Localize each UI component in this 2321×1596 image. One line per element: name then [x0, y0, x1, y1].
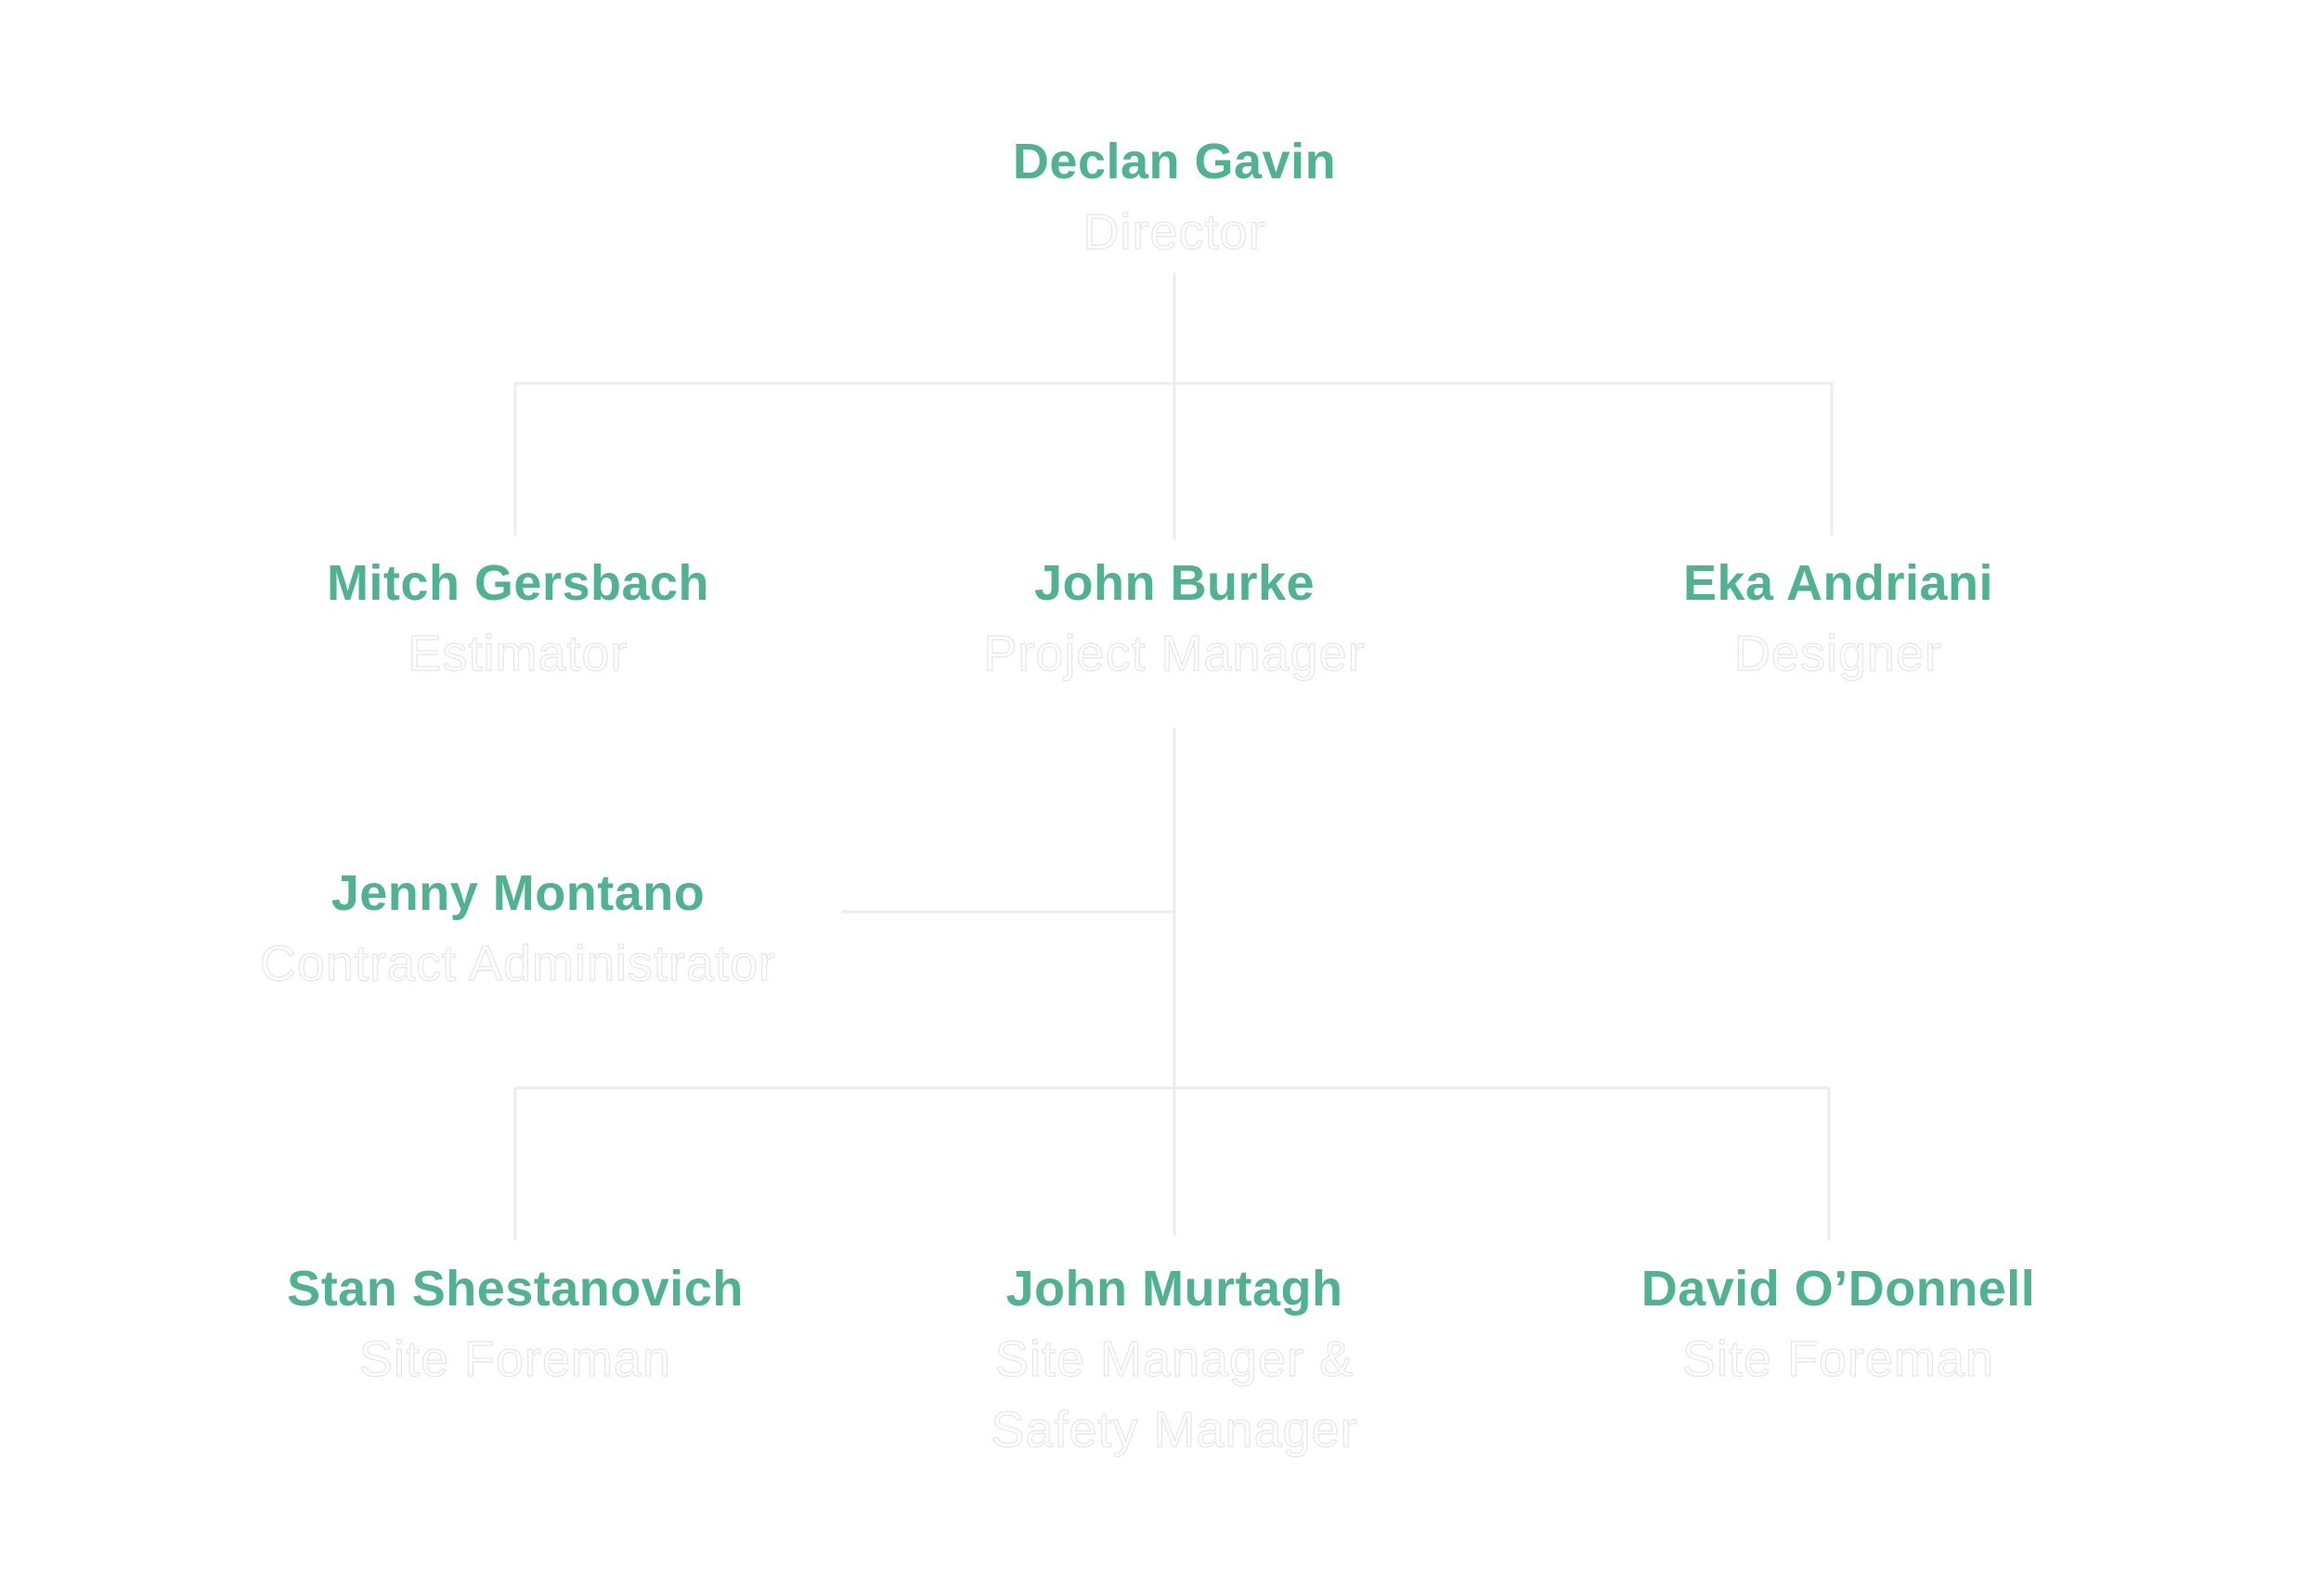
node-director: Declan Gavin Director — [849, 126, 1499, 267]
director-name: Declan Gavin — [1012, 134, 1337, 189]
designer-role: Designer — [1733, 625, 1943, 681]
designer-name: Eka Andriani — [1682, 555, 1994, 611]
contract-administrator-role: Contract Administrator — [259, 935, 777, 992]
director-role: Director — [1083, 203, 1266, 260]
node-site-manager: John Murtagh Site Manager & Safety Manag… — [849, 1253, 1499, 1465]
contract-administrator-name: Jenny Montano — [331, 865, 706, 921]
site-foreman-left-role: Site Foreman — [358, 1330, 672, 1387]
node-estimator: Mitch Gersbach Estimator — [193, 548, 843, 689]
node-site-foreman-right: David O’Donnell Site Foreman — [1513, 1253, 2163, 1395]
site-manager-role: Site Manager & Safety Manager — [991, 1330, 1358, 1458]
node-designer: Eka Andriani Designer — [1513, 548, 2163, 689]
estimator-role: Estimator — [408, 625, 629, 681]
site-foreman-left-name: Stan Shestanovich — [287, 1261, 744, 1317]
project-manager-name: John Burke — [1033, 555, 1316, 611]
estimator-name: Mitch Gersbach — [326, 555, 710, 611]
node-site-foreman-left: Stan Shestanovich Site Foreman — [190, 1253, 840, 1395]
site-foreman-right-name: David O’Donnell — [1640, 1261, 2036, 1317]
site-foreman-right-role: Site Foreman — [1681, 1330, 1995, 1387]
site-manager-name: John Murtagh — [1005, 1261, 1343, 1317]
project-manager-role: Project Manager — [983, 625, 1366, 681]
node-contract-administrator: Jenny Montano Contract Administrator — [193, 858, 843, 999]
node-project-manager: John Burke Project Manager — [849, 548, 1499, 689]
